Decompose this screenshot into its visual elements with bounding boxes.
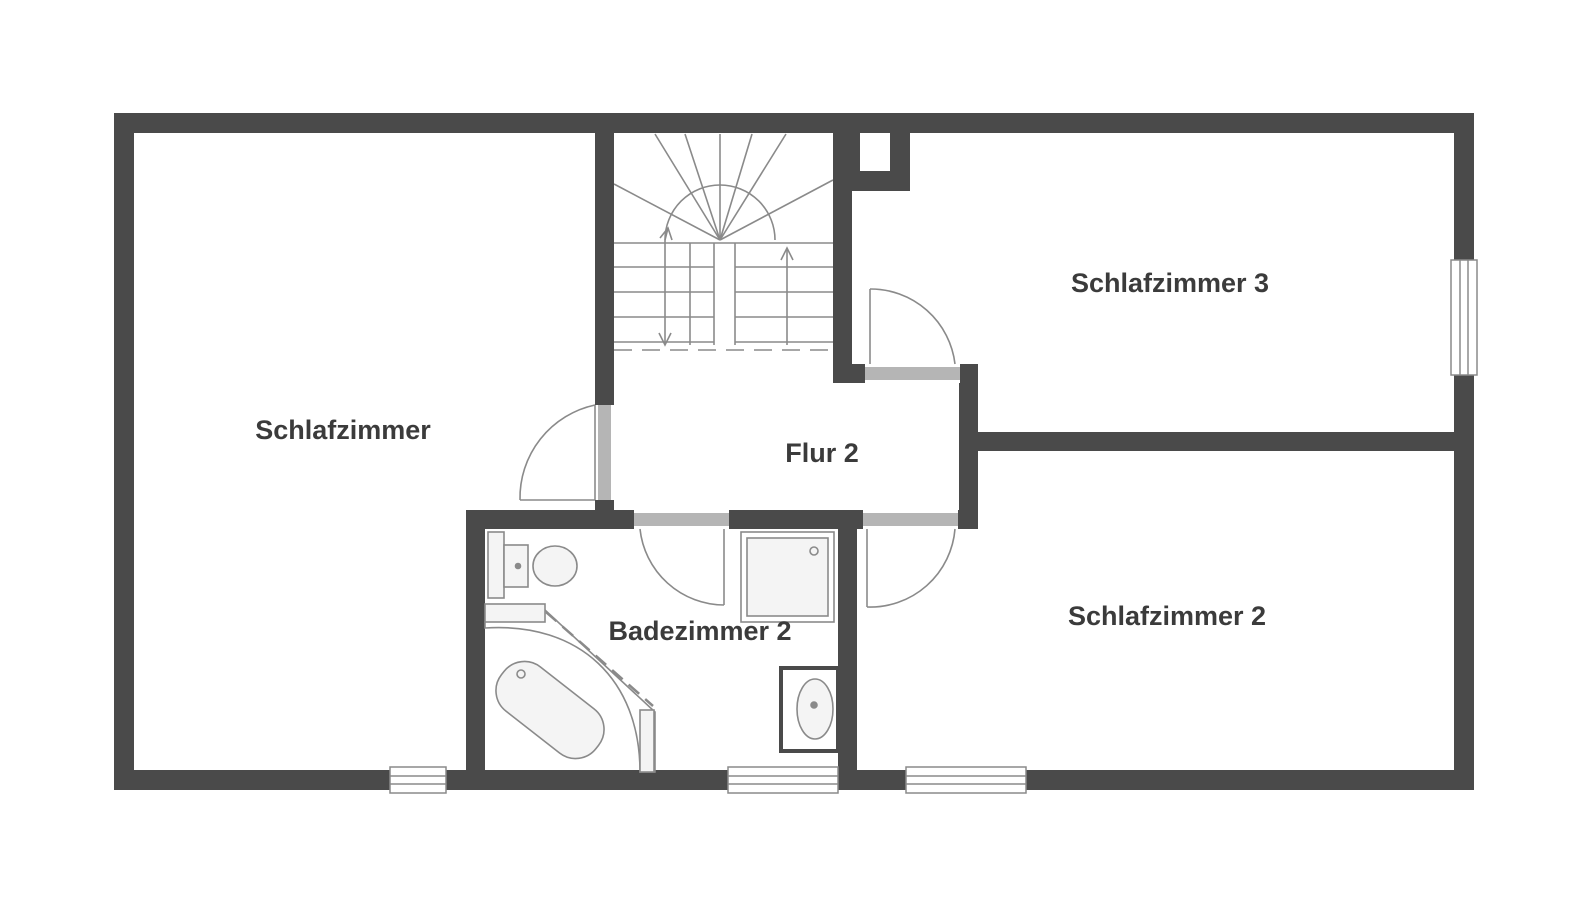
room-label-schlafzimmer: Schlafzimmer	[255, 415, 431, 445]
doors	[595, 364, 960, 529]
bathtub-icon	[484, 603, 656, 773]
staircase-icon	[613, 133, 834, 351]
room-label-schlafzimmer-2: Schlafzimmer 2	[1068, 601, 1266, 631]
window-icon	[389, 259, 1478, 794]
sink-basin	[796, 678, 834, 740]
shower-icon	[740, 531, 835, 623]
room-label-badezimmer-2: Badezimmer 2	[608, 616, 791, 646]
shaft-void	[860, 133, 890, 171]
door-swing-icon	[519, 288, 956, 608]
room-label-schlafzimmer-3: Schlafzimmer 3	[1071, 268, 1269, 298]
room-label-flur-2: Flur 2	[785, 438, 859, 468]
toilet-icon	[487, 531, 578, 599]
